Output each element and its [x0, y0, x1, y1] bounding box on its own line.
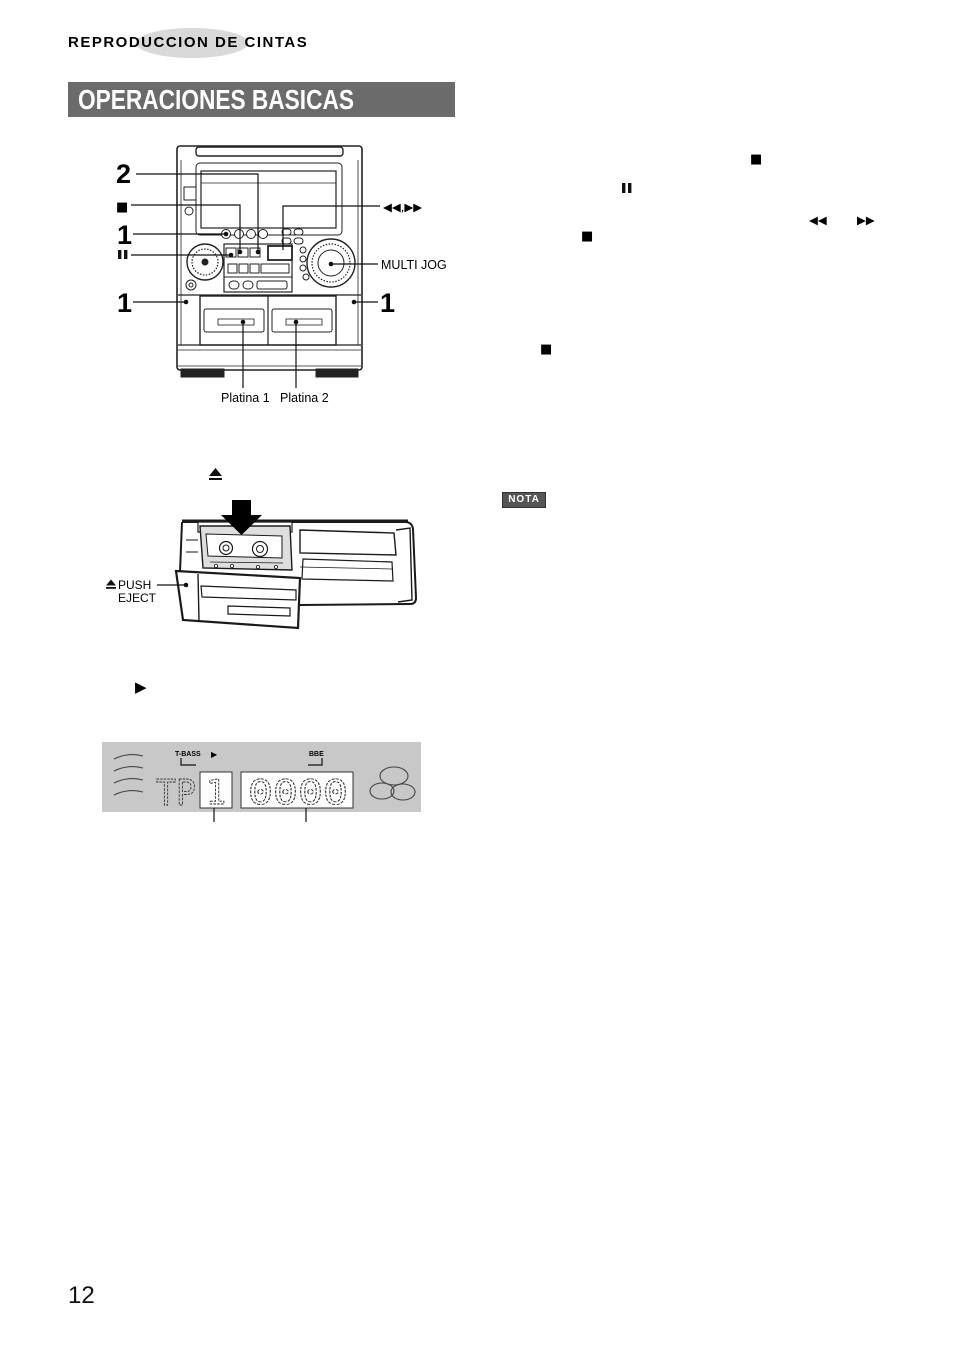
eject-icon	[209, 468, 222, 480]
display-panel-figure: T-BASS ▶ BBE TP 1 0000	[102, 742, 421, 822]
unit-feet	[180, 368, 359, 378]
cassette-decks	[178, 294, 361, 367]
disc-icon	[369, 766, 416, 801]
pause-icon	[118, 250, 128, 259]
deck-1-label: Platina 1	[221, 391, 270, 405]
callout-multi-jog: MULTI JOG	[381, 258, 447, 272]
callout-rewind-fast-forward: ◀◀,▶▶	[383, 200, 422, 214]
callout-step-1-right-deck: 1	[380, 288, 395, 318]
stop-symbol: ■	[581, 229, 593, 244]
arrow-down-icon	[221, 500, 262, 535]
page-title-bar: OPERACIONES BASICAS	[68, 82, 455, 117]
deck-number-box	[199, 771, 233, 809]
section-header-oval	[136, 28, 248, 58]
play-indicator: ▶	[211, 750, 218, 759]
page-number: 12	[68, 1282, 95, 1309]
deck-2-label: Platina 2	[280, 391, 329, 405]
page-title: OPERACIONES BASICAS	[78, 84, 354, 115]
eject-icon	[106, 579, 116, 589]
callout-step-2: 2	[116, 159, 131, 189]
callout-endpoints	[183, 231, 357, 325]
skip-buttons-highlight	[267, 245, 293, 261]
bbe-indicator: BBE	[309, 751, 324, 758]
t-bass-indicator: T-BASS	[175, 751, 201, 758]
callout-step-1-left-deck: 1	[117, 288, 132, 318]
stop-symbol: ■	[750, 152, 762, 167]
cassette-insert-figure: PUSH EJECT	[106, 500, 418, 630]
fast-forward-symbol: ▶▶	[857, 213, 875, 227]
push-label: PUSH	[118, 578, 151, 592]
deck-number-readout: 1	[206, 773, 226, 813]
section-header: REPRODUCCION DE CINTAS	[68, 34, 309, 51]
source-readout: TP	[156, 773, 196, 814]
pause-icon	[622, 183, 632, 193]
callout-leader-lines	[131, 173, 380, 388]
stop-symbol: ■	[540, 342, 552, 357]
right-column-symbols: ■ ◀◀ ▶▶ ■ ■	[540, 152, 875, 357]
volume-knob	[186, 243, 224, 281]
callout-stop-symbol: ■	[116, 200, 128, 215]
note-badge: NOTA	[502, 492, 546, 508]
open-deck-door	[174, 569, 302, 630]
headphone-jack	[185, 279, 197, 291]
eject-label: EJECT	[118, 591, 157, 605]
display-wave-lines	[113, 753, 144, 796]
rewind-symbol: ◀◀	[809, 213, 827, 227]
counter-box	[240, 771, 354, 809]
indicator-brackets	[180, 758, 323, 766]
stereo-unit-figure: 2 ■ 1 1 1 ◀◀,▶▶ MULTI JOG Platina 1 Plat…	[116, 145, 447, 405]
top-button-row	[221, 228, 304, 245]
play-symbol: ▶	[135, 678, 147, 696]
callout-step-1-play: 1	[117, 220, 132, 250]
tape-counter-readout: 0000	[248, 773, 348, 813]
display-leader-lines	[213, 808, 307, 822]
push-eject-callout: PUSH EJECT	[106, 578, 189, 605]
